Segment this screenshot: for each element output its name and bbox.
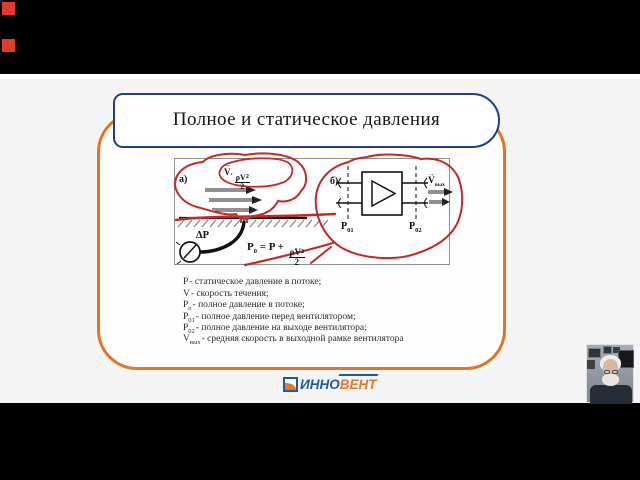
definition-row: Vвых- средняя скорость в выходной рамке … <box>183 334 404 346</box>
outlet-pressure-label: P02 <box>409 221 422 234</box>
definition-row: P- статическое давление в потоке; <box>183 277 322 287</box>
innovent-logo-icon <box>283 376 298 392</box>
presenter-body <box>590 385 632 404</box>
gauge-label: ΔP <box>196 230 209 241</box>
recording-indicator-icon <box>2 39 15 52</box>
picture-frame <box>587 360 595 369</box>
recording-indicator-icon <box>2 2 15 15</box>
definition-row: Pо- полное давление в потоке; <box>183 300 305 312</box>
logo-text-blue: ИННО <box>300 376 340 392</box>
slide-title: Полное и статическое давления <box>172 109 441 130</box>
slide-title-box: Полное и статическое давления <box>113 93 500 148</box>
panel-a-label: а) <box>179 174 188 185</box>
picture-frame <box>603 346 612 354</box>
panel-b-label: б) <box>330 176 339 187</box>
monitor-screen <box>618 350 634 368</box>
letterbox-top-bar <box>0 0 640 74</box>
picture-frame <box>613 347 620 353</box>
presenter-webcam-video <box>586 344 634 404</box>
outlet-velocity-label: →Vвых <box>428 170 445 188</box>
pressure-diagram-image <box>174 158 450 265</box>
glasses-icon <box>604 370 610 374</box>
definition-row: P01- полное давление перед вентилятором; <box>183 312 356 324</box>
presenter-face <box>603 359 618 377</box>
logo-text-orange: ВЕНТ <box>338 373 378 392</box>
definition-row: P02- полное давление на выходе вентилято… <box>183 323 367 335</box>
glasses-icon <box>612 370 618 374</box>
definition-row: V- скорость течения; <box>183 289 269 299</box>
inlet-pressure-label: P01 <box>341 221 354 234</box>
letterbox-bottom-bar <box>0 403 640 480</box>
presenter-beard <box>602 374 619 386</box>
slide-top-edge <box>0 74 640 79</box>
picture-frame <box>588 348 601 358</box>
